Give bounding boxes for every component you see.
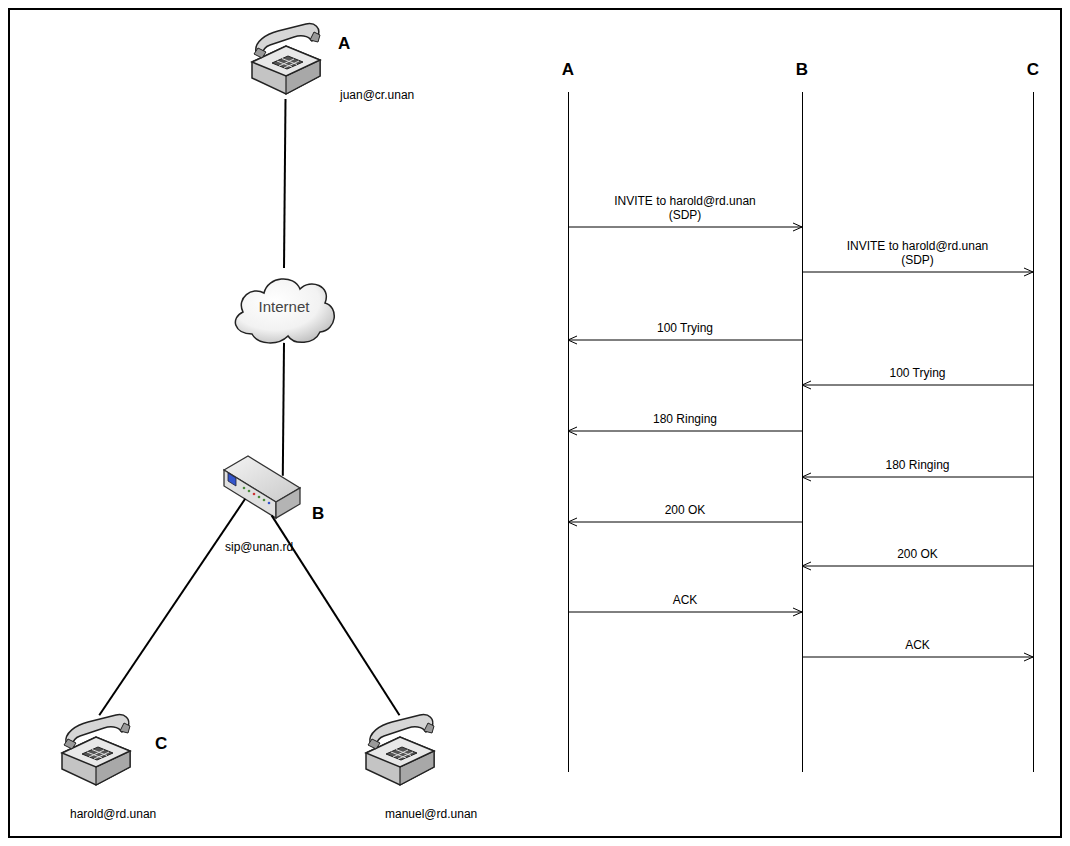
message-arrow (568, 336, 802, 344)
address-label: manuel@rd.unan (385, 807, 477, 821)
message-label: 180 Ringing (651, 412, 719, 426)
phone-node: Ajuan@cr.unan (248, 14, 323, 99)
phone-node: manuel@rd.unan (362, 705, 437, 790)
address-label: sip@unan.rd (225, 540, 293, 554)
message-label: 100 Trying (887, 366, 947, 380)
device-letter: A (338, 34, 350, 54)
message-arrow (802, 381, 1033, 389)
cloud-node: Internet (228, 268, 340, 346)
message-label: 100 Trying (655, 321, 715, 335)
switch-node: Bsip@unan.rd (222, 452, 302, 524)
lifeline-node: A (548, 58, 588, 772)
cloud-label: Internet (259, 298, 310, 316)
message-label: ACK (671, 593, 700, 607)
lifeline-line (1033, 92, 1034, 772)
message-arrow (568, 427, 802, 435)
address-label: harold@rd.unan (70, 807, 156, 821)
lifeline-node: C (1013, 58, 1053, 772)
lifeline-line (568, 92, 569, 772)
lifeline-letter: C (1013, 60, 1053, 80)
message-label: ACK (903, 638, 932, 652)
message-label: 180 Ringing (883, 458, 951, 472)
message-arrow (568, 608, 802, 616)
message-arrow (568, 223, 802, 231)
message-arrow (802, 562, 1033, 570)
network-link (284, 99, 286, 268)
network-link (99, 499, 245, 715)
message-arrow (568, 518, 802, 526)
lifeline-letter: A (548, 60, 588, 80)
address-label: juan@cr.unan (340, 88, 414, 102)
lifeline-line (802, 92, 803, 772)
device-letter: B (312, 504, 324, 524)
network-link (283, 343, 284, 476)
message-arrow (802, 653, 1033, 661)
message-label: INVITE to harold@rd.unan (SDP) (598, 194, 772, 222)
device-letter: C (155, 734, 167, 754)
lifeline-node: B (782, 58, 822, 772)
message-arrow (802, 473, 1033, 481)
message-label: 200 OK (663, 503, 708, 517)
message-label: 200 OK (895, 547, 940, 561)
message-arrow (802, 268, 1033, 276)
lifeline-letter: B (782, 60, 822, 80)
phone-node: Charold@rd.unan (58, 705, 133, 790)
message-label: INVITE to harold@rd.unan (SDP) (831, 239, 1005, 267)
